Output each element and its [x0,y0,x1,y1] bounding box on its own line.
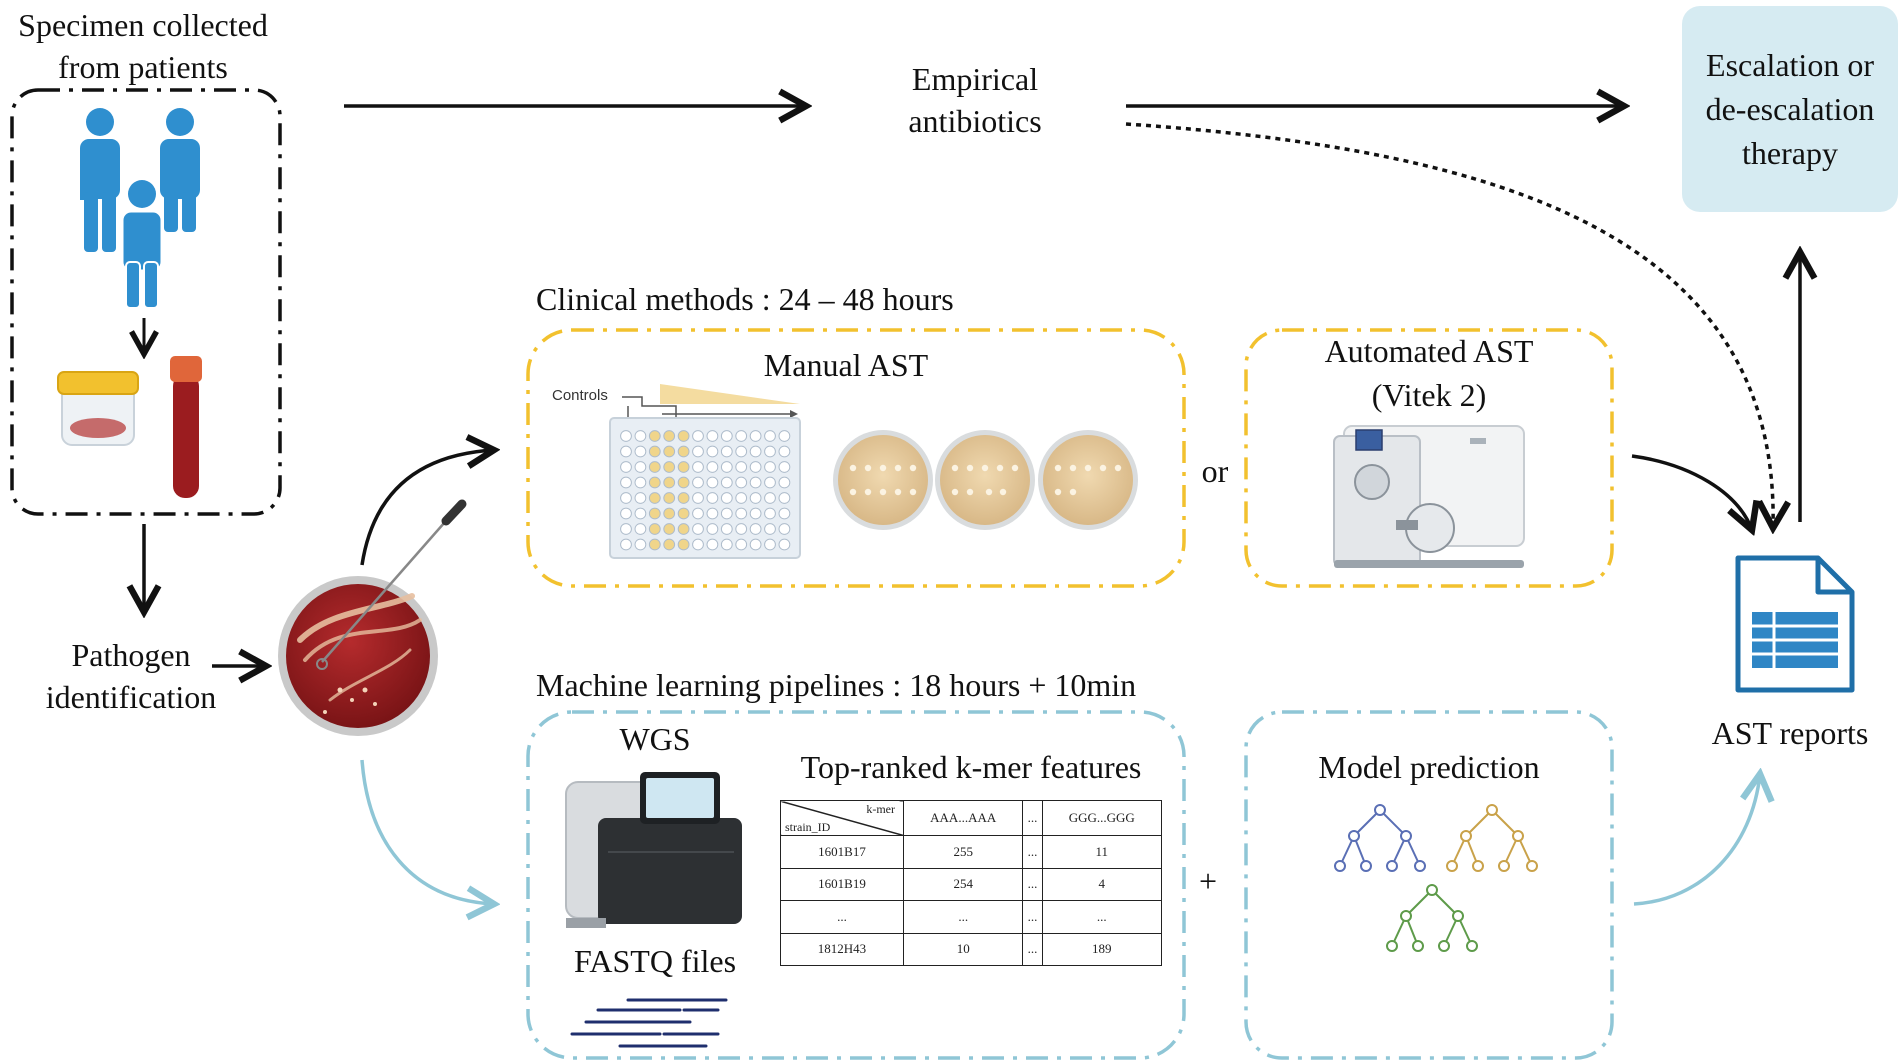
kmer-table-corner: k-mer strain_ID [780,800,904,836]
model-prediction-label: Model prediction [1318,749,1540,785]
specimen-label-line2: from patients [58,49,228,85]
table-cell: ... [1022,932,1043,966]
escalation-label-line3: therapy [1742,135,1838,171]
table-cell: 1601B17 [780,835,904,869]
pathogen-label-line2: identification [45,679,217,715]
wgs-box [526,710,1186,1060]
table-cell: ... [1022,835,1043,869]
fastq-label: FASTQ files [573,943,737,979]
disk-plate-3-icon [1038,430,1138,530]
ast-reports-label: AST reports [1711,715,1869,751]
table-cell: ... [1022,900,1043,934]
controls-indicator [622,384,800,418]
pathogen-label-line1: Pathogen [71,637,191,673]
arrow-model-to-reports [1633,774,1760,906]
fastq-reads-icon [570,998,728,1048]
microplate-icon [609,417,801,559]
table-row: 1601B17 255 ... 11 [780,835,1163,869]
escalation-box [1682,6,1898,212]
kmer-table-header: k-mer strain_ID AAA...AAA ... GGG...GGG [780,800,1163,836]
model-box [1244,710,1614,1060]
sequencer-icon [565,772,742,928]
vitek-instrument-icon [1333,425,1525,568]
table-cell: ... [902,900,1024,934]
manual-ast-box [526,328,1186,588]
kmer-header-top: k-mer [866,802,895,816]
empirical-label-line2: antibiotics [908,103,1042,139]
specimen-label-line1: Specimen collected [18,7,268,43]
escalation-label-line2: de-escalation [1705,91,1875,127]
table-cell: ... [1022,867,1043,901]
table-cell: ... [1041,900,1163,934]
dotted-arrow-to-ast-reports [1125,122,1773,528]
tree-gold-icon [1446,804,1538,872]
table-cell: 10 [902,932,1024,966]
kmer-col-header: ... [1022,800,1043,836]
manual-ast-label: Manual AST [763,347,929,383]
patients-icon [80,108,200,309]
table-row: 1601B19 254 ... 4 [780,867,1163,901]
table-cell: 189 [1041,932,1163,966]
automated-ast-box [1244,328,1614,588]
disk-plate-2-icon [935,430,1035,530]
table-cell: 1601B19 [780,867,904,901]
controls-label: Controls [552,387,608,404]
arrow-automated-to-reports [1631,454,1752,530]
table-row: 1812H43 10 ... 189 [780,932,1163,966]
specimen-jar-icon [57,371,139,446]
table-cell: 1812H43 [780,932,904,966]
disk-plate-1-icon [833,430,933,530]
table-cell: ... [780,900,904,934]
table-row: ... ... ... ... [780,900,1163,934]
automated-ast-label-line2: (Vitek 2) [1371,377,1487,413]
blood-tube-icon [170,356,202,498]
specimen-box [10,88,282,516]
arrow-plate-to-clinical [360,450,494,566]
clinical-methods-title: Clinical methods : 24 – 48 hours [536,281,954,317]
ast-report-icon [1735,555,1855,693]
arrow-plate-to-ml [360,759,494,904]
tree-blue-icon [1334,804,1426,872]
kmer-col-header: GGG...GGG [1041,800,1163,836]
kmer-header-bottom: strain_ID [785,820,831,834]
or-label: or [1201,453,1229,489]
kmer-col-header: AAA...AAA [902,800,1024,836]
plus-label: + [1198,863,1218,899]
escalation-label-line1: Escalation or [1706,47,1874,83]
table-cell: 255 [902,835,1024,869]
table-cell: 11 [1041,835,1163,869]
empirical-label-line1: Empirical [911,61,1039,97]
wgs-label: WGS [619,721,691,757]
kmer-title: Top-ranked k-mer features [800,749,1142,785]
table-cell: 254 [902,867,1024,901]
kmer-feature-table: k-mer strain_ID AAA...AAA ... GGG...GGG … [780,800,1163,966]
culture-plate-icon [278,499,467,736]
ml-pipelines-title: Machine learning pipelines : 18 hours + … [536,667,1137,703]
tree-green-icon [1386,884,1478,952]
table-cell: 4 [1041,867,1163,901]
automated-ast-label-line1: Automated AST [1324,333,1534,369]
